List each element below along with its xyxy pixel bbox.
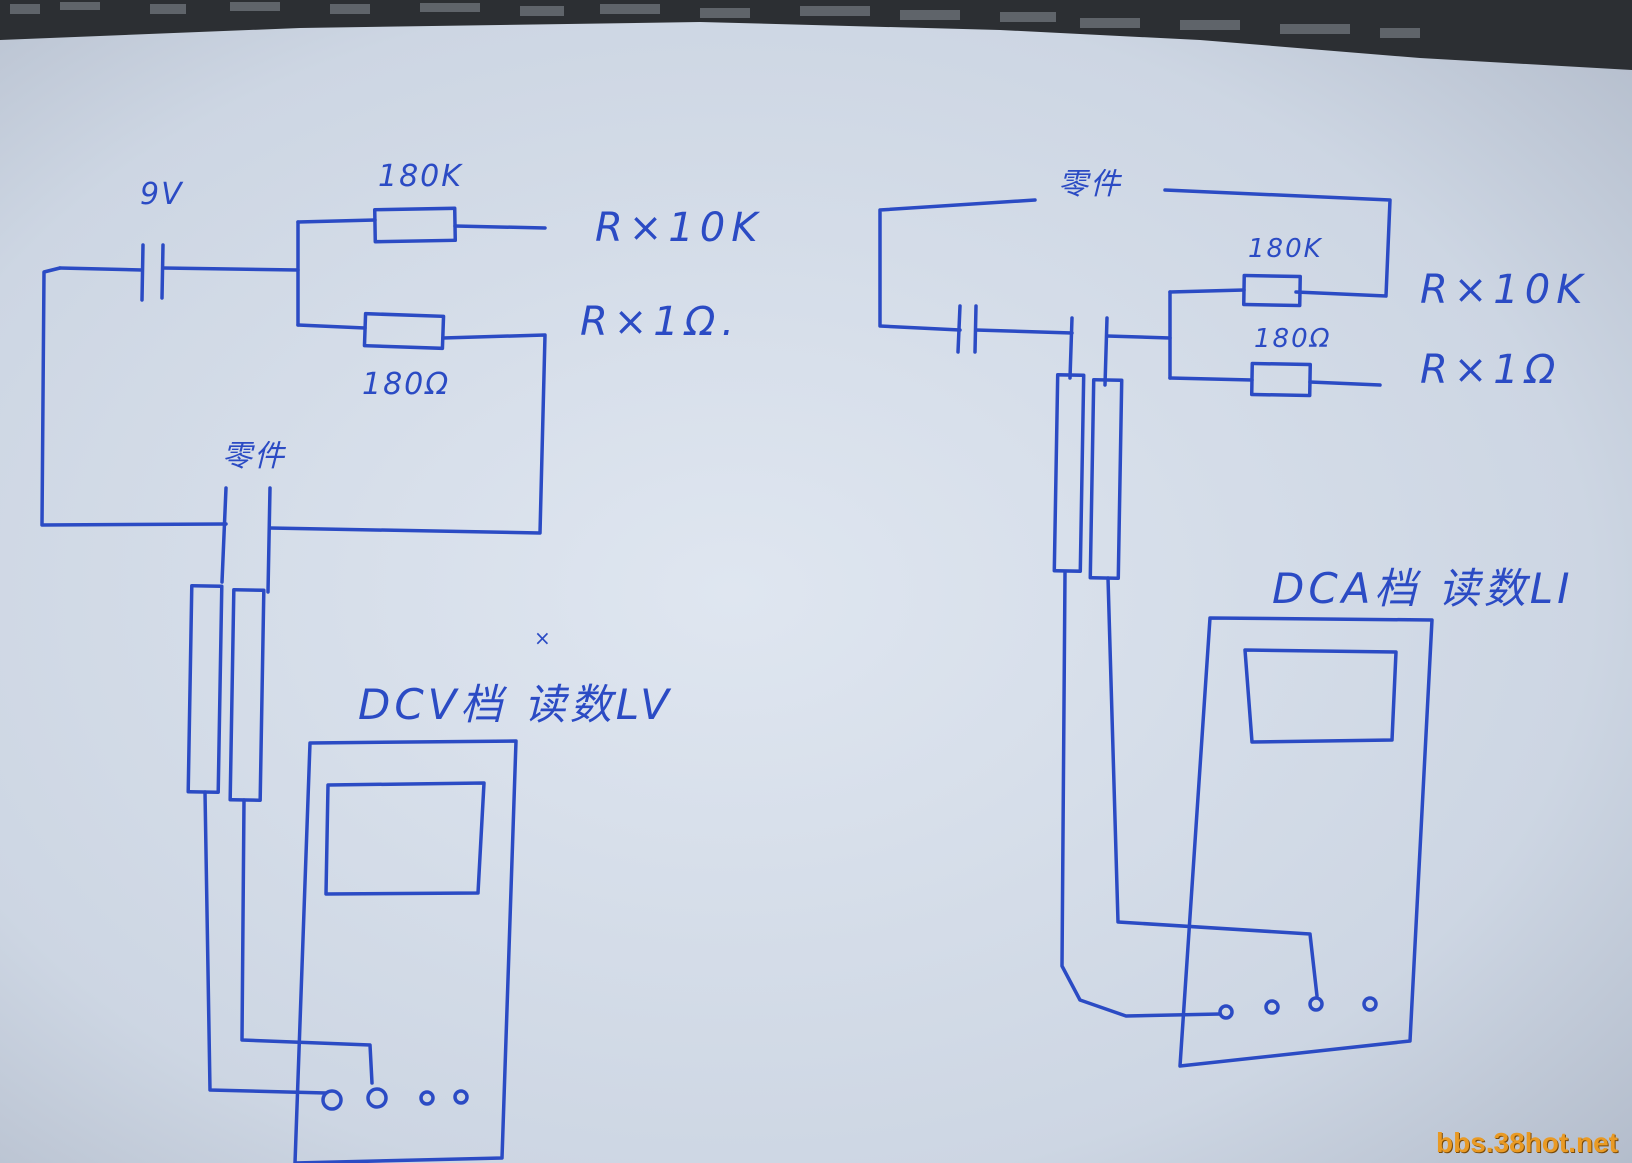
site-watermark: bbs.38hot.net bbox=[1435, 1127, 1618, 1158]
component-label-left: 零件 bbox=[222, 439, 286, 474]
svg-text:×: × bbox=[534, 626, 551, 650]
range-rx10k-label-right: R×10K bbox=[1420, 267, 1589, 313]
right-circuit-wires bbox=[878, 188, 1392, 1018]
left-multimeter bbox=[293, 739, 518, 1163]
left-circuit-wires bbox=[40, 206, 547, 1095]
resistor-180k-label-left: 180K bbox=[378, 159, 463, 194]
component-label-right: 零件 bbox=[1058, 167, 1122, 202]
range-rx1-label-left: R×1Ω. bbox=[580, 299, 741, 345]
battery-label-left: 9V bbox=[140, 177, 184, 212]
resistor-180ohm-label-right: 180Ω bbox=[1254, 324, 1332, 354]
meter-caption-right: DCA档 读数LI bbox=[1272, 564, 1574, 613]
range-rx1-label-right: R×1Ω bbox=[1420, 347, 1562, 393]
meter-caption-left: DCV档 读数LV bbox=[358, 680, 673, 729]
resistor-180ohm-label-left: 180Ω bbox=[362, 367, 451, 402]
range-rx10k-label-left: R×10K bbox=[595, 205, 764, 251]
resistor-180k-label-right: 180K bbox=[1248, 234, 1323, 264]
right-multimeter bbox=[1178, 616, 1434, 1068]
